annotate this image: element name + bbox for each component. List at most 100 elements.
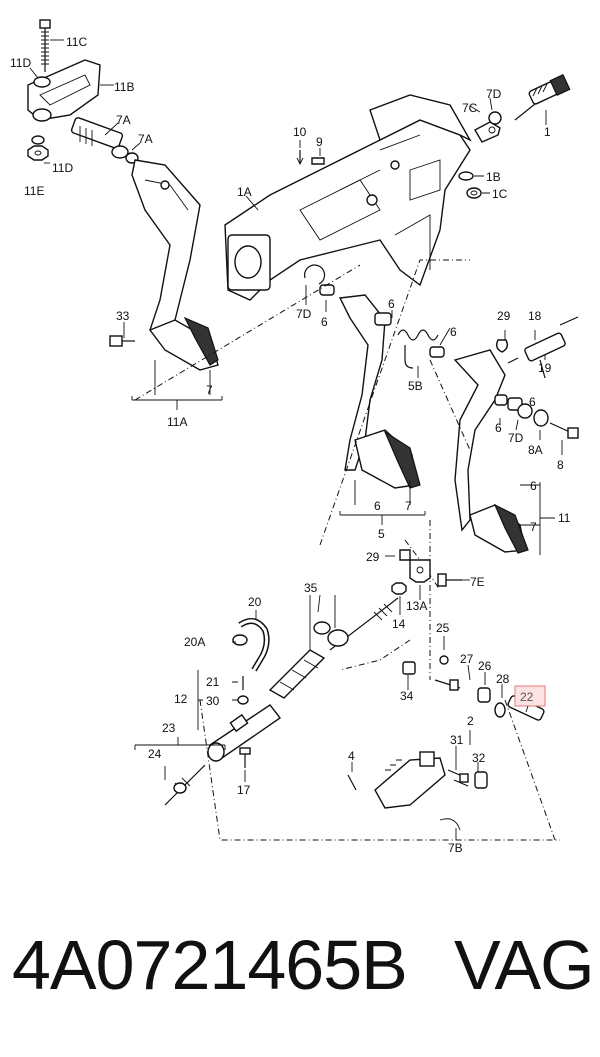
label-8A: 8A — [528, 443, 543, 457]
washer-1B — [458, 171, 474, 181]
boot-35 — [268, 649, 326, 699]
label-6: 6 — [388, 297, 395, 311]
label-7A: 7A — [138, 132, 153, 146]
label-5B: 5B — [408, 379, 423, 393]
label-20A: 20A — [184, 635, 205, 649]
label-2: 2 — [467, 714, 474, 728]
cable-end-1 — [514, 73, 571, 121]
label-11A: 11A — [167, 415, 187, 429]
label-14: 14 — [392, 617, 406, 631]
clip-29-top — [495, 339, 509, 353]
clip-34 — [402, 661, 416, 675]
label-26: 26 — [478, 659, 492, 673]
nut-11E — [27, 145, 49, 161]
washer-8A — [533, 409, 549, 427]
label-18: 18 — [528, 309, 542, 323]
bracket-7B — [439, 818, 461, 831]
label-7D: 7D — [508, 431, 524, 445]
label-6: 6 — [530, 479, 537, 493]
ring-35 — [313, 621, 331, 635]
label-12: 12 — [174, 692, 188, 706]
label-11D: 11D — [52, 161, 73, 175]
label-25: 25 — [436, 621, 450, 635]
label-7: 7 — [530, 520, 537, 534]
label-23: 23 — [162, 721, 176, 735]
label-7: 7 — [206, 383, 213, 397]
spring-5B — [397, 329, 439, 369]
ring-25 — [439, 655, 449, 665]
label-35: 35 — [304, 581, 318, 595]
clip-7D-top — [488, 111, 502, 125]
label-7E: 7E — [470, 575, 485, 589]
label-4: 4 — [348, 749, 355, 763]
label-9: 9 — [316, 135, 323, 149]
pin-10 — [296, 150, 304, 166]
bush-6-b — [374, 312, 392, 326]
bolt-11C — [39, 19, 51, 72]
label-1B: 1B — [486, 170, 501, 184]
label-29: 29 — [366, 550, 380, 564]
label-21: 21 — [206, 675, 220, 689]
clamp-20A — [232, 634, 248, 646]
label-28: 28 — [496, 672, 510, 686]
label-27: 27 — [460, 652, 474, 666]
shaft-7A — [70, 117, 139, 164]
brand-name: VAG — [454, 926, 595, 1004]
washer-28 — [494, 702, 506, 718]
label-11C: 11C — [66, 35, 87, 49]
label-5: 5 — [378, 527, 385, 541]
damper-18 — [507, 316, 579, 364]
clip-7D-right — [517, 403, 533, 419]
label-22: 22 — [520, 690, 534, 704]
washer-1C — [466, 187, 482, 199]
label-29: 29 — [497, 309, 511, 323]
label-30: 30 — [206, 694, 220, 708]
label-1A: 1A — [237, 185, 252, 199]
pin-7E — [437, 573, 462, 587]
pin-4 — [347, 774, 357, 791]
seal-35 — [327, 629, 349, 647]
bolt-33 — [109, 335, 135, 347]
bolt-8 — [549, 422, 579, 439]
label-19: 19 — [538, 361, 552, 375]
pedal-bracket-1A — [224, 94, 472, 301]
label-11: 11 — [558, 511, 571, 525]
bracket-11B — [27, 59, 101, 122]
label-7C: 7C — [462, 101, 478, 115]
clip-29-bottom — [399, 549, 411, 561]
part-number: 4A0721465B — [12, 926, 408, 1004]
label-7A: 7A — [116, 113, 131, 127]
label-6: 6 — [529, 395, 536, 409]
label-11E: 11E — [24, 184, 44, 198]
master-cylinder-12 — [207, 704, 282, 762]
label-10: 10 — [293, 125, 307, 139]
highlight-22 — [514, 685, 546, 707]
label-11B: 11B — [114, 80, 134, 94]
label-17: 17 — [237, 783, 251, 797]
seal-26 — [477, 687, 491, 703]
hose-20 — [238, 618, 270, 672]
label-33: 33 — [116, 309, 130, 323]
pedal-assembly-diagram: 11C 11D 11B 7A 7A 11D 11E 10 9 1A 7D 7C … — [10, 19, 579, 855]
screw-17 — [239, 747, 251, 768]
label-11D: 11D — [10, 56, 31, 70]
clutch-pedal-11 — [453, 349, 529, 554]
fitting-31 — [447, 769, 469, 787]
label-1: 1 — [544, 125, 551, 139]
label-7D: 7D — [486, 87, 502, 101]
label-6: 6 — [374, 499, 381, 513]
label-7B: 7B — [448, 841, 463, 855]
line-fitting-24 — [164, 764, 206, 806]
bush-6-a — [319, 284, 335, 296]
label-8: 8 — [557, 458, 564, 472]
label-20: 20 — [248, 595, 262, 609]
label-13A: 13A — [406, 599, 427, 613]
label-32: 32 — [472, 751, 486, 765]
label-6: 6 — [450, 325, 457, 339]
fork-13A — [409, 559, 431, 583]
brace-12 — [197, 670, 203, 730]
cap-32 — [474, 771, 488, 789]
label-34: 34 — [400, 689, 414, 703]
clip-7D-left — [303, 264, 326, 285]
bush-7C — [474, 121, 501, 143]
